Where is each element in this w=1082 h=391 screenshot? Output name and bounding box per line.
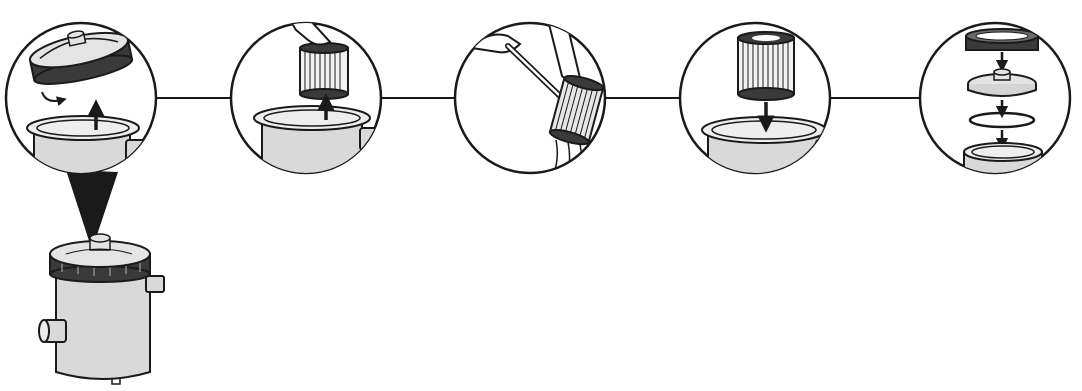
filter-cartridge-icon: [737, 31, 795, 101]
filter-pump-icon: [38, 233, 165, 385]
pump-body: [55, 271, 151, 380]
curved-arrow-icon: [41, 91, 67, 107]
o-ring-icon: [968, 111, 1036, 129]
lid-icon: [967, 68, 1037, 97]
callout-pointer: [66, 170, 118, 250]
step-3: [453, 21, 607, 175]
filter-housing-icon: [253, 105, 381, 173]
filter-cartridge-icon: [548, 74, 605, 146]
hand-icon: [288, 23, 332, 46]
lock-ring-icon: [965, 28, 1039, 51]
step-2: [229, 21, 383, 175]
water-spray-icon: [551, 139, 596, 173]
pump-inlet: [145, 275, 165, 293]
step-4: [678, 21, 832, 175]
lock-ring-icon: [28, 30, 134, 85]
step-5: [918, 21, 1072, 175]
filter-housing-icon: [701, 116, 830, 173]
step-1: [4, 21, 158, 175]
filter-housing-icon: [963, 142, 1043, 173]
filter-cartridge-icon: [299, 42, 349, 100]
